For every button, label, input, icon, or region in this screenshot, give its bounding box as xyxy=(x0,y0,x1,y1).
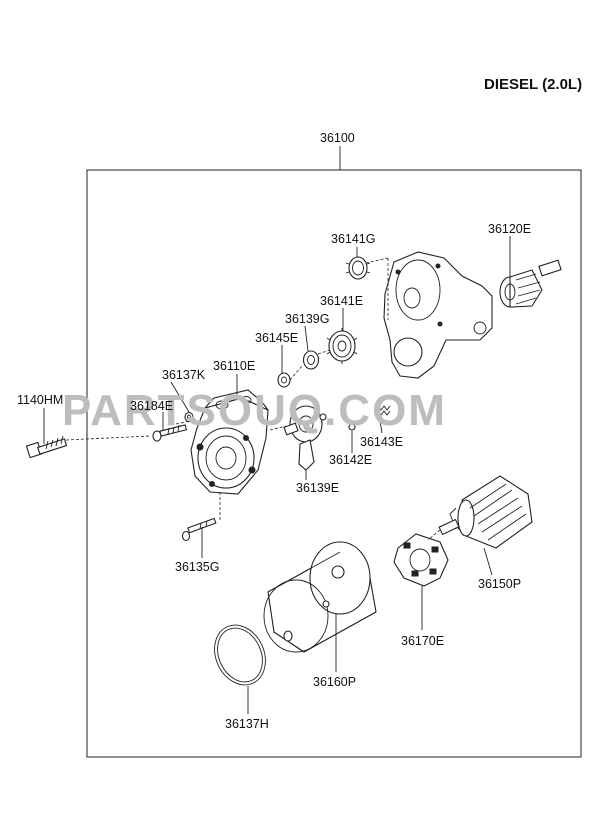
label-36100[interactable]: 36100 xyxy=(320,131,355,145)
label-36184E[interactable]: 36184E xyxy=(130,399,173,413)
front-housing-36110E[interactable] xyxy=(190,389,269,495)
armature-36150P[interactable] xyxy=(438,475,533,549)
bolt-1140HM[interactable] xyxy=(25,435,68,459)
label-36141G[interactable]: 36141G xyxy=(331,232,375,246)
yoke-36160P[interactable] xyxy=(263,541,377,653)
bolt-36184E[interactable] xyxy=(152,424,188,442)
lever-assembly-36139E[interactable] xyxy=(283,405,327,471)
leader-lines xyxy=(43,236,511,714)
label-36143E[interactable]: 36143E xyxy=(360,435,403,449)
label-36137H[interactable]: 36137H xyxy=(225,717,269,731)
engine-variant-title: DIESEL (2.0L) xyxy=(484,76,582,93)
label-36150P[interactable]: 36150P xyxy=(478,577,521,591)
assembly-frame xyxy=(86,169,582,758)
label-36137K[interactable]: 36137K xyxy=(162,368,206,382)
gear-36141G[interactable] xyxy=(345,256,371,280)
label-36145E[interactable]: 36145E xyxy=(255,331,298,345)
clutch-pinion-36120E[interactable] xyxy=(499,259,562,308)
label-36135G[interactable]: 36135G xyxy=(175,560,219,574)
label-36141E[interactable]: 36141E xyxy=(320,294,363,308)
o-ring-36137H[interactable] xyxy=(205,617,275,693)
assembly-dashed-lines xyxy=(65,257,441,541)
label-36139E[interactable]: 36139E xyxy=(296,481,339,495)
label-36110E[interactable]: 36110E xyxy=(213,359,255,373)
label-36139G[interactable]: 36139G xyxy=(285,312,329,326)
brush-holder-36170E[interactable] xyxy=(393,533,449,587)
washer-36145E[interactable] xyxy=(277,372,291,388)
gear-36141E[interactable] xyxy=(326,328,358,364)
washer-36137K[interactable] xyxy=(184,411,194,423)
ring-36139G[interactable] xyxy=(302,350,320,370)
through-bolt-36135G[interactable] xyxy=(181,517,217,542)
label-36160P[interactable]: 36160P xyxy=(313,675,356,689)
gear-housing[interactable] xyxy=(383,251,493,379)
label-36170E[interactable]: 36170E xyxy=(401,634,444,648)
spring-36143E[interactable] xyxy=(374,405,391,416)
label-1140HM[interactable]: 1140HM xyxy=(17,393,63,407)
label-36120E[interactable]: 36120E xyxy=(488,222,531,236)
ball-36142E[interactable] xyxy=(348,423,356,431)
watermark: PARTSOUQ.COM xyxy=(62,386,447,435)
label-36142E[interactable]: 36142E xyxy=(329,453,372,467)
